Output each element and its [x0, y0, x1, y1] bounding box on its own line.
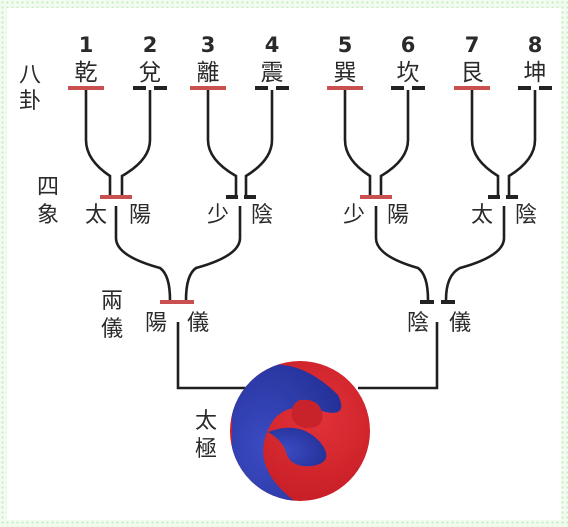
sixiang-3-left: 少 — [343, 203, 365, 228]
liangyi-yang-left: 陽 — [145, 311, 167, 336]
trigram-2-number: 2 — [143, 33, 158, 57]
trigram-names: 乾 兌 離 震 巽 坎 艮 坤 — [75, 60, 547, 86]
branch-shaoyang-taiyin — [374, 206, 506, 301]
tree-lines — [84, 90, 537, 390]
sixiang-2-right: 陰 — [251, 203, 273, 228]
trigram-numbers: 1 2 3 4 5 6 7 8 — [79, 33, 543, 57]
taiji-red-tail — [291, 399, 323, 428]
level-bagua-char-1: 八 — [19, 63, 41, 88]
taiji-blue-tail — [268, 427, 327, 467]
trigram-4-number: 4 — [265, 33, 280, 57]
sixiang-4-left: 太 — [471, 203, 493, 228]
level-taiji-char-1: 太 — [195, 409, 217, 434]
level-sixiang-char-1: 四 — [37, 175, 59, 200]
branch-yangyi — [176, 322, 262, 390]
level-sixiang-char-2: 象 — [37, 203, 59, 228]
sixiang-4-right: 陰 — [515, 203, 537, 228]
branch-3-4 — [206, 90, 274, 196]
trigram-3-name: 離 — [197, 60, 220, 86]
trigram-3-number: 3 — [201, 33, 216, 57]
trigram-5-name: 巽 — [334, 60, 357, 86]
trigram-2-name: 兌 — [139, 60, 162, 86]
trigram-7-number: 7 — [465, 33, 480, 57]
trigram-1-number: 1 — [79, 33, 94, 57]
sixiang-1-right: 陽 — [129, 203, 151, 228]
level-labels: 八 卦 四 象 兩 儀 太 極 — [19, 63, 217, 462]
trigram-8-number: 8 — [528, 33, 543, 57]
liangyi-labels: 陽 儀 陰 儀 — [145, 311, 471, 336]
sixiang-3-right: 陽 — [387, 203, 409, 228]
trigram-7-name: 艮 — [461, 60, 484, 86]
branch-1-2 — [84, 90, 152, 196]
branch-7-8 — [470, 90, 537, 196]
taiji-blue-swirl — [232, 361, 342, 501]
taiji-symbol — [230, 361, 370, 501]
branch-yinyi — [358, 322, 439, 390]
level-taiji-char-2: 極 — [195, 437, 217, 462]
trigram-6-name: 坎 — [397, 60, 420, 86]
branch-taiyang-shaoyin — [114, 206, 242, 301]
liangyi-yin-left: 陰 — [407, 311, 429, 336]
level-liangyi-char-1: 兩 — [101, 289, 123, 314]
liangyi-yin-right: 儀 — [449, 311, 471, 336]
trigram-5-number: 5 — [338, 33, 353, 57]
level-bagua-char-2: 卦 — [19, 89, 41, 114]
sixiang-2-left: 少 — [207, 203, 229, 228]
trigram-4-name: 震 — [261, 60, 284, 86]
trigram-6-number: 6 — [401, 33, 416, 57]
trigram-1-name: 乾 — [75, 60, 98, 86]
level-liangyi-char-2: 儀 — [101, 317, 123, 342]
trigram-8-name: 坤 — [524, 60, 547, 86]
sixiang-1-left: 太 — [85, 203, 107, 228]
liangyi-yang-right: 儀 — [187, 311, 209, 336]
sixiang-labels: 太 陽 少 陰 少 陽 太 陰 — [85, 203, 537, 228]
branch-5-6 — [343, 90, 410, 196]
